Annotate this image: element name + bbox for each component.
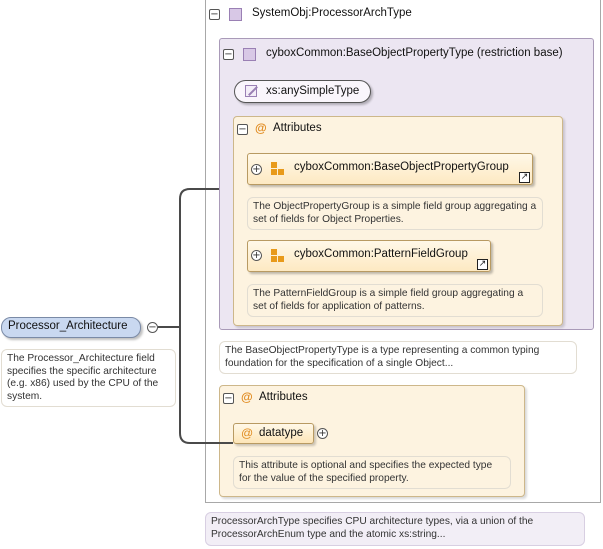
- collapse-toggle-restriction[interactable]: −: [223, 49, 234, 60]
- attribute-doc: This attribute is optional and specifies…: [233, 456, 511, 489]
- attribute-box[interactable]: [233, 423, 314, 444]
- reference-arrow-icon[interactable]: ↗: [519, 172, 530, 183]
- element-doc: The Processor_Architecture field specifi…: [1, 349, 176, 407]
- pencil-icon: [245, 85, 258, 97]
- attribute-group-doc: The PatternFieldGroup is a simple field …: [247, 284, 543, 317]
- attributes-label: Attributes: [259, 391, 308, 403]
- attribute-group-icon: [271, 249, 285, 263]
- attribute-icon: @: [255, 121, 267, 135]
- attribute-group-icon: [271, 162, 285, 176]
- restriction-title: cyboxCommon:BaseObjectPropertyType (rest…: [266, 47, 563, 59]
- attribute-group-name: cyboxCommon:PatternFieldGroup: [294, 248, 468, 260]
- attribute-group-box[interactable]: [247, 153, 533, 185]
- attribute-group-box[interactable]: [247, 240, 491, 272]
- attribute-group-name: cyboxCommon:BaseObjectPropertyGroup: [294, 161, 509, 173]
- collapse-toggle-attributes[interactable]: −: [237, 124, 248, 135]
- base-type-doc: The BaseObjectPropertyType is a type rep…: [219, 341, 577, 374]
- complex-type-icon: [229, 8, 242, 21]
- type-doc: ProcessorArchType specifies CPU architec…: [205, 512, 585, 546]
- expand-toggle-attribute[interactable]: +: [317, 428, 328, 439]
- attribute-name: datatype: [259, 427, 304, 439]
- expand-toggle-group[interactable]: +: [251, 164, 262, 175]
- collapse-toggle-element[interactable]: −: [147, 322, 158, 333]
- expand-toggle-group[interactable]: +: [251, 250, 262, 261]
- attribute-icon: @: [241, 390, 253, 404]
- reference-arrow-icon[interactable]: ↗: [477, 259, 488, 270]
- simple-type-box[interactable]: [234, 80, 371, 103]
- attributes-box: [233, 116, 563, 326]
- element-name: Processor_Architecture: [8, 320, 128, 332]
- attributes-label: Attributes: [273, 122, 322, 134]
- type-title: SystemObj:ProcessorArchType: [252, 7, 412, 19]
- collapse-toggle-type[interactable]: −: [209, 9, 220, 20]
- simple-type-label: xs:anySimpleType: [266, 85, 360, 97]
- complex-type-icon: [243, 48, 256, 61]
- collapse-toggle-attributes[interactable]: −: [223, 393, 234, 404]
- attribute-icon: @: [241, 426, 254, 440]
- element-box[interactable]: [1, 317, 141, 338]
- attribute-group-doc: The ObjectPropertyGroup is a simple fiel…: [247, 197, 543, 230]
